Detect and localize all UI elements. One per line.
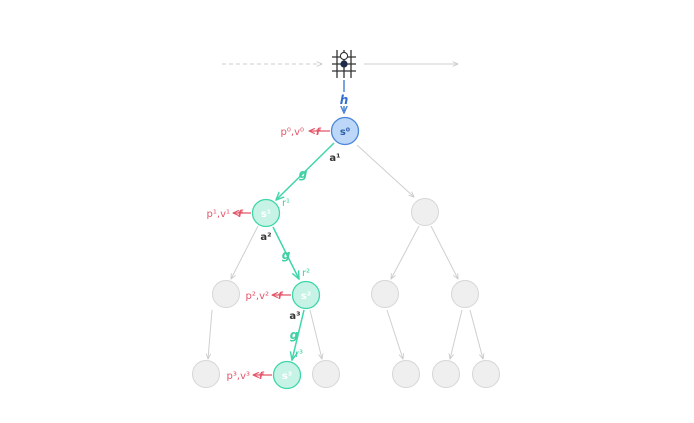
action-label-3: a³: [289, 311, 300, 322]
f-label-1: f: [238, 209, 244, 220]
unexpanded-edges: [208, 144, 483, 359]
dynamics-edges: [272, 142, 335, 360]
reward-label-1: r¹: [282, 198, 290, 209]
state-node-1: [251, 198, 281, 228]
state-node-2: [291, 280, 321, 310]
reward-label-3: r³: [295, 349, 303, 360]
g-label-1: g: [299, 167, 308, 181]
g-label-2: g: [282, 248, 291, 262]
state-node-3: [272, 360, 302, 390]
action-label-2: a²: [260, 232, 271, 243]
reward-label-2: r²: [302, 268, 310, 279]
g-label-3: g: [290, 328, 299, 342]
state-node-3-label: s³: [282, 371, 292, 382]
prediction-label-0: p⁰,v⁰: [281, 127, 304, 138]
state-node-2-label: s²: [301, 291, 311, 302]
prediction-label-3: p³,v³: [227, 371, 250, 382]
f-label-2: f: [278, 291, 284, 302]
f-label-0: f: [316, 127, 322, 138]
prediction-label-2: p²,v²: [246, 291, 269, 302]
go-board-icon: [332, 50, 356, 78]
h-label: h: [340, 93, 349, 107]
root-state-label: s⁰: [340, 127, 350, 138]
unexpanded-nodes: [192, 198, 500, 388]
action-label-1: a¹: [329, 153, 340, 164]
prediction-label-1: p¹,v¹: [207, 209, 230, 220]
root-state-node: [330, 116, 360, 146]
f-label-3: f: [259, 371, 265, 382]
state-node-1-label: s¹: [261, 209, 271, 220]
